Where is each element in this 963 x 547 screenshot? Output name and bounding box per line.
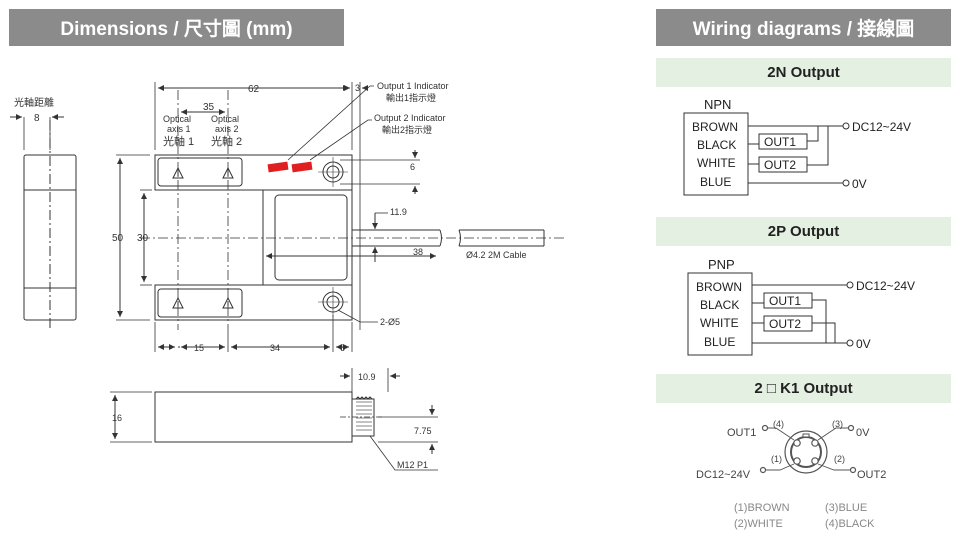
connector-outer bbox=[784, 430, 828, 474]
pin-3 bbox=[811, 439, 819, 447]
npn-out2-label: OUT2 bbox=[764, 158, 796, 172]
k1-pin3-label: (3) bbox=[832, 419, 843, 429]
pnp-wire-white: WHITE bbox=[700, 316, 739, 330]
npn-diagram bbox=[683, 112, 850, 196]
pnp-wire-box bbox=[687, 272, 753, 356]
k1-out1-label: OUT1 bbox=[727, 427, 756, 439]
pnp-type-label: PNP bbox=[708, 257, 735, 272]
thread-label: M12 P1 bbox=[397, 460, 428, 470]
side-label: 光軸距離 bbox=[14, 96, 54, 109]
pnp-diagram bbox=[687, 272, 854, 356]
dim-34: 34 bbox=[270, 343, 280, 353]
dim-3: 3 bbox=[355, 83, 360, 93]
npn-type-label: NPN bbox=[704, 97, 731, 112]
dim-30: 30 bbox=[137, 233, 149, 244]
k1-pin1-label: (1) bbox=[771, 454, 782, 464]
pnp-wire-brown: BROWN bbox=[696, 280, 742, 294]
k1-out2-label: OUT2 bbox=[857, 469, 886, 481]
npn-wire-white: WHITE bbox=[697, 156, 736, 170]
pnp-supply-label: DC12~24V bbox=[856, 279, 915, 293]
k1-section-title: 2 □ K1 Output bbox=[656, 374, 951, 403]
dim-62: 62 bbox=[248, 84, 260, 95]
pnp-section-title: 2P Output bbox=[656, 217, 951, 246]
dim-50: 50 bbox=[112, 233, 124, 244]
axis2-en-1: Optical bbox=[211, 114, 239, 124]
pnp-out1-label: OUT1 bbox=[769, 294, 801, 308]
npn-out1-label: OUT1 bbox=[764, 135, 796, 149]
dim-7-75: 7.75 bbox=[414, 426, 432, 436]
axis1-en-1: Optical bbox=[163, 114, 191, 124]
axis2-en-2: axis 2 bbox=[215, 124, 239, 134]
dim-38: 38 bbox=[413, 247, 423, 257]
pnp-wire-black: BLACK bbox=[700, 298, 739, 312]
axis1-en-2: axis 1 bbox=[167, 124, 191, 134]
pin-2 bbox=[811, 457, 819, 465]
dim-6-top: 6 bbox=[410, 162, 415, 172]
indicator-lights bbox=[267, 161, 313, 173]
front-view bbox=[116, 82, 565, 352]
pin-4 bbox=[793, 439, 801, 447]
npn-ground-label: 0V bbox=[852, 177, 867, 191]
legend-blue: (3)BLUE bbox=[825, 502, 867, 514]
pin-1 bbox=[793, 457, 801, 465]
dim-11-9: 11.9 bbox=[390, 207, 407, 217]
indicator2-zh: 輸出2指示燈 bbox=[382, 124, 432, 135]
output1-indicator bbox=[267, 161, 289, 173]
legend-black: (4)BLACK bbox=[825, 518, 875, 530]
indicator1-zh: 輸出1指示燈 bbox=[386, 92, 436, 103]
dimensions-header: Dimensions / 尺寸圖 (mm) bbox=[9, 9, 344, 46]
dim-6-bottom: 6 bbox=[340, 343, 345, 353]
k1-supply-label: DC12~24V bbox=[696, 469, 751, 481]
pnp-ground-label: 0V bbox=[856, 337, 871, 351]
axis2-zh: 光軸 2 bbox=[211, 134, 242, 148]
side-view bbox=[10, 114, 77, 330]
k1-pin4-label: (4) bbox=[773, 419, 784, 429]
side-width-dim: 8 bbox=[34, 113, 40, 124]
axis1-zh: 光軸 1 bbox=[163, 134, 194, 148]
pnp-out2-label: OUT2 bbox=[769, 317, 801, 331]
bottom-view bbox=[110, 368, 438, 471]
cable-label: Ø4.2 2M Cable bbox=[466, 250, 527, 260]
dim-16: 16 bbox=[112, 413, 122, 423]
wiring-header: Wiring diagrams / 接線圖 bbox=[656, 9, 951, 46]
npn-wire-box bbox=[683, 112, 749, 196]
k1-0v-label: 0V bbox=[856, 427, 870, 439]
k1-connector bbox=[759, 424, 857, 474]
bottom-view-body bbox=[154, 391, 353, 443]
npn-section-title: 2N Output bbox=[656, 58, 951, 87]
k1-pin2-label: (2) bbox=[834, 454, 845, 464]
npn-supply-label: DC12~24V bbox=[852, 120, 911, 134]
indicator1-en: Output 1 Indicator bbox=[377, 81, 449, 91]
indicator2-en: Output 2 Indicator bbox=[374, 113, 446, 123]
legend-white: (2)WHITE bbox=[734, 518, 783, 530]
output2-indicator bbox=[291, 161, 313, 173]
holes-label: 2-Ø5 bbox=[380, 317, 400, 327]
npn-wire-brown: BROWN bbox=[692, 120, 738, 134]
legend-brown: (1)BROWN bbox=[734, 502, 790, 514]
dim-15: 15 bbox=[194, 343, 204, 353]
dim-35: 35 bbox=[203, 102, 215, 113]
npn-wire-blue: BLUE bbox=[700, 175, 731, 189]
npn-wire-black: BLACK bbox=[697, 138, 736, 152]
front-view-body bbox=[154, 154, 353, 321]
pnp-wire-blue: BLUE bbox=[704, 335, 735, 349]
dim-10-9: 10.9 bbox=[358, 372, 376, 382]
